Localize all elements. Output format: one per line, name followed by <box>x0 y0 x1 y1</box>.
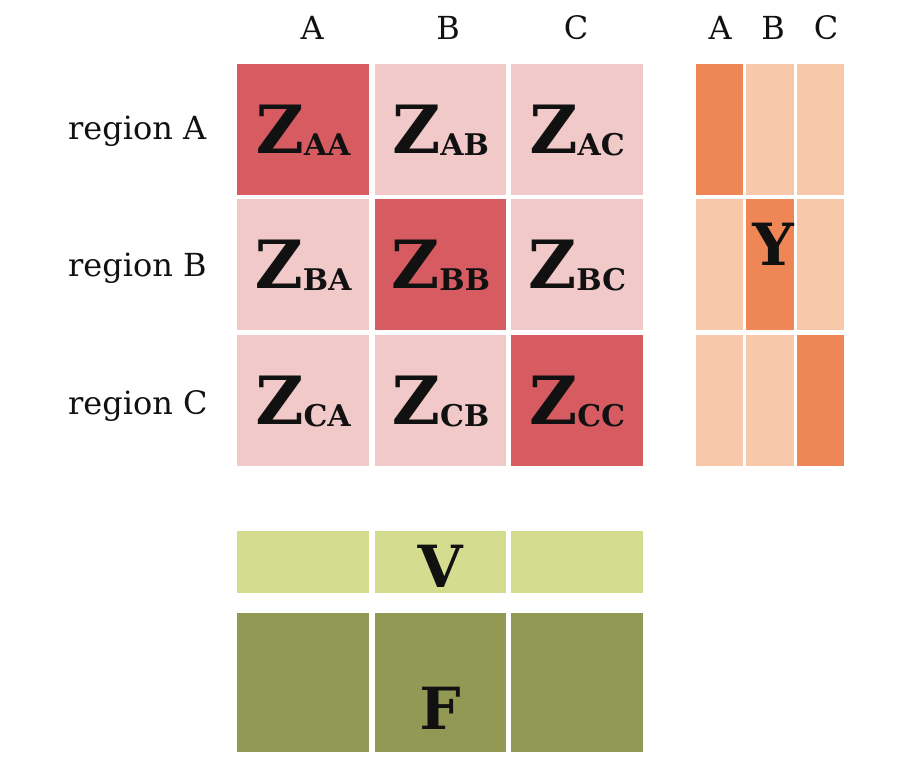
z-cell-subscript: AB <box>440 128 489 163</box>
y-column-header-a: A <box>708 9 732 47</box>
y-cell-ac <box>797 64 844 195</box>
z-column-header-b: B <box>436 9 460 47</box>
y-cell-bb <box>746 199 794 330</box>
y-cell-bc <box>797 199 844 330</box>
z-cell-symbol: Z <box>392 90 441 169</box>
v-cell-a <box>237 531 369 593</box>
y-cell-ca <box>696 335 743 466</box>
z-column-header-c: C <box>563 9 589 47</box>
z-cell-subscript: AA <box>303 128 351 163</box>
z-cell-symbol: Z <box>391 225 440 304</box>
z-cell-symbol: Z <box>255 361 304 440</box>
z-column-header-a: A <box>300 9 324 47</box>
row-header-region-b: region B <box>68 246 207 284</box>
z-cell-symbol: Z <box>255 90 304 169</box>
y-matrix-label: Y <box>752 211 794 279</box>
f-row-label: F <box>419 675 461 743</box>
v-cell-b <box>375 531 506 593</box>
z-cell-subscript: CB <box>439 399 490 434</box>
z-cell-subscript: BA <box>302 263 352 298</box>
y-cell-ab <box>746 64 794 195</box>
v-cell-c <box>511 531 643 593</box>
z-cell-symbol: Z <box>391 361 440 440</box>
f-cell-c <box>511 613 643 752</box>
z-cell-symbol: Z <box>528 225 577 304</box>
y-column-header-b: B <box>761 9 785 47</box>
z-cell-subscript: CA <box>303 399 351 434</box>
y-cell-ba <box>696 199 743 330</box>
v-row-label: V <box>417 533 463 601</box>
z-cell-subscript: BB <box>439 263 490 298</box>
y-cell-cb <box>746 335 794 466</box>
y-cell-aa <box>696 64 743 195</box>
z-cell-symbol: Z <box>529 361 578 440</box>
z-cell-symbol: Z <box>254 225 303 304</box>
y-cell-cc <box>797 335 844 466</box>
row-header-region-a: region A <box>68 109 207 147</box>
y-column-header-c: C <box>813 9 839 47</box>
z-cell-subscript: AC <box>577 128 625 163</box>
z-cell-subscript: BC <box>576 263 626 298</box>
z-cell-symbol: Z <box>529 90 578 169</box>
f-cell-b <box>375 613 506 752</box>
z-cell-subscript: CC <box>577 399 625 434</box>
row-header-region-c: region C <box>68 384 208 422</box>
f-cell-a <box>237 613 369 752</box>
